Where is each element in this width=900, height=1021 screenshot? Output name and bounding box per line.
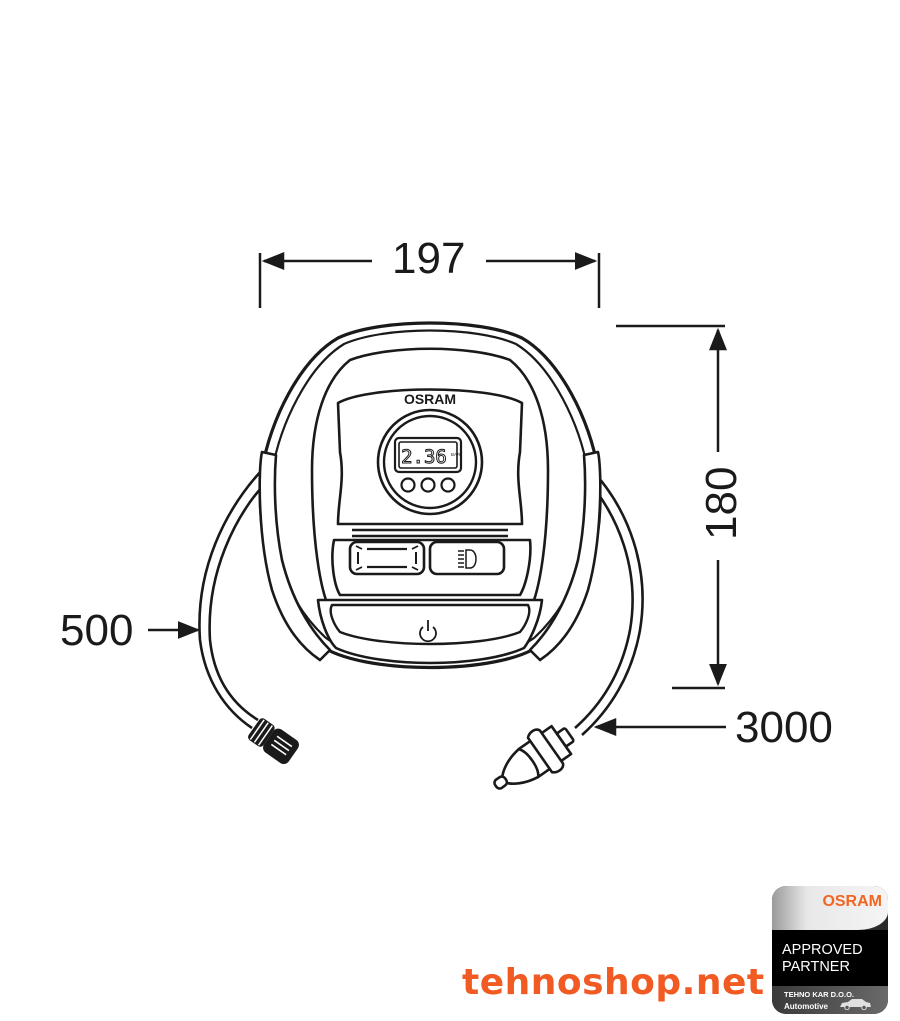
car-icon — [840, 999, 871, 1010]
power-button[interactable] — [316, 598, 544, 665]
width-dimension — [258, 252, 601, 308]
light-button[interactable] — [428, 540, 506, 576]
air-hose — [198, 469, 271, 730]
width-dimension-label: 197 — [392, 234, 466, 283]
badge-title-band — [772, 930, 888, 986]
badge-title: APPROVED PARTNER — [782, 942, 863, 976]
lcd-unit: BAR — [451, 452, 461, 457]
car-plug — [493, 724, 575, 790]
mode-button[interactable] — [348, 540, 426, 576]
cable-length-label: 3000 — [735, 703, 833, 752]
website-watermark[interactable]: tehnoshop.net — [462, 962, 765, 1003]
badge-company-name: TEHNO KAR D.O.O. — [784, 990, 855, 999]
height-dimension-label: 180 — [697, 466, 746, 540]
badge-brand-logo: OSRAM — [822, 893, 882, 910]
height-dimension — [616, 324, 727, 690]
badge-footer — [772, 986, 888, 1014]
device-brand-logo: OSRAM — [404, 391, 456, 407]
badge-header: OSRAM — [772, 886, 888, 930]
badge-title-line1: APPROVED — [782, 942, 863, 958]
badge-division: Automotive — [784, 1002, 828, 1011]
power-cable — [574, 467, 644, 736]
headlight-icon — [458, 549, 477, 569]
badge-title-line2: PARTNER — [782, 959, 850, 975]
lcd-pressure-value: 2.36 — [401, 446, 447, 468]
hose-length-label: 500 — [60, 606, 134, 655]
approved-partner-badge: OSRAM APPROVED PARTNER TEHNO KAR D.O.O. … — [772, 886, 888, 1014]
power-icon — [419, 620, 437, 643]
valve-connector — [248, 718, 299, 765]
